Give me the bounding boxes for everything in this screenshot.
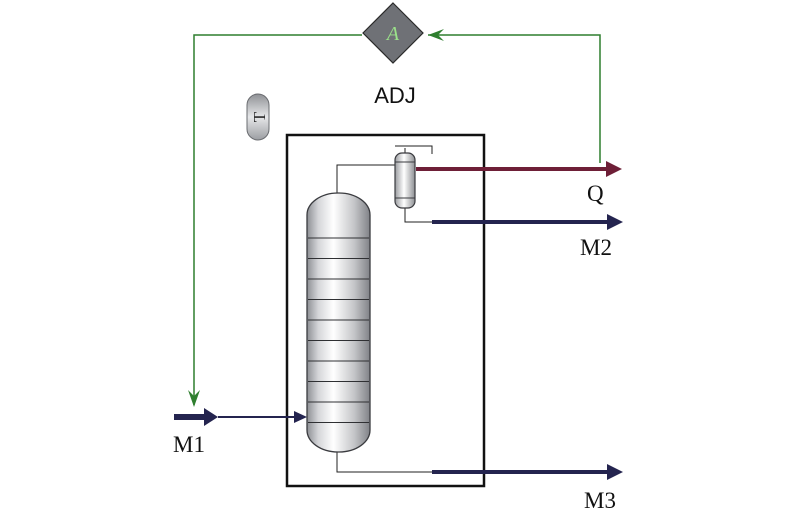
energy-stream-q[interactable] [416,161,622,177]
stream-label-q: Q [587,181,604,206]
stream-label-m1: M1 [173,432,205,457]
condenser[interactable] [394,148,416,209]
column-subflowsheet-boundary[interactable] [285,133,486,488]
feed-arrow-icon [204,408,218,426]
stream-label-m3: M3 [584,488,616,513]
adjust-block[interactable]: A [362,2,424,64]
internal-connections [336,145,433,473]
column-vessel-icon [306,192,371,453]
adjust-symbol: A [385,23,400,45]
spreadsheet-block[interactable]: T [246,93,270,141]
stream-label-m2: M2 [580,235,612,260]
energy-arrow-icon [606,161,622,177]
m2-arrow-icon [607,214,623,230]
distillation-column[interactable] [306,192,371,453]
signal-arrow-left-icon [428,29,444,41]
condenser-vessel-icon [394,152,416,209]
adjust-diamond-icon [362,2,424,64]
product-stream-m3[interactable] [432,464,623,480]
spreadsheet-symbol: T [250,111,269,122]
feed-stream-m1[interactable] [174,408,307,426]
adjust-signal-loop[interactable] [188,29,601,407]
m3-arrow-icon [607,464,623,480]
signal-arrow-down-icon [188,390,200,407]
product-stream-m2[interactable] [432,214,623,230]
feed-inlet-arrow-icon [294,411,307,423]
spreadsheet-pill-icon [246,93,270,141]
adjust-label: ADJ [374,83,416,108]
column-trays [308,237,369,424]
